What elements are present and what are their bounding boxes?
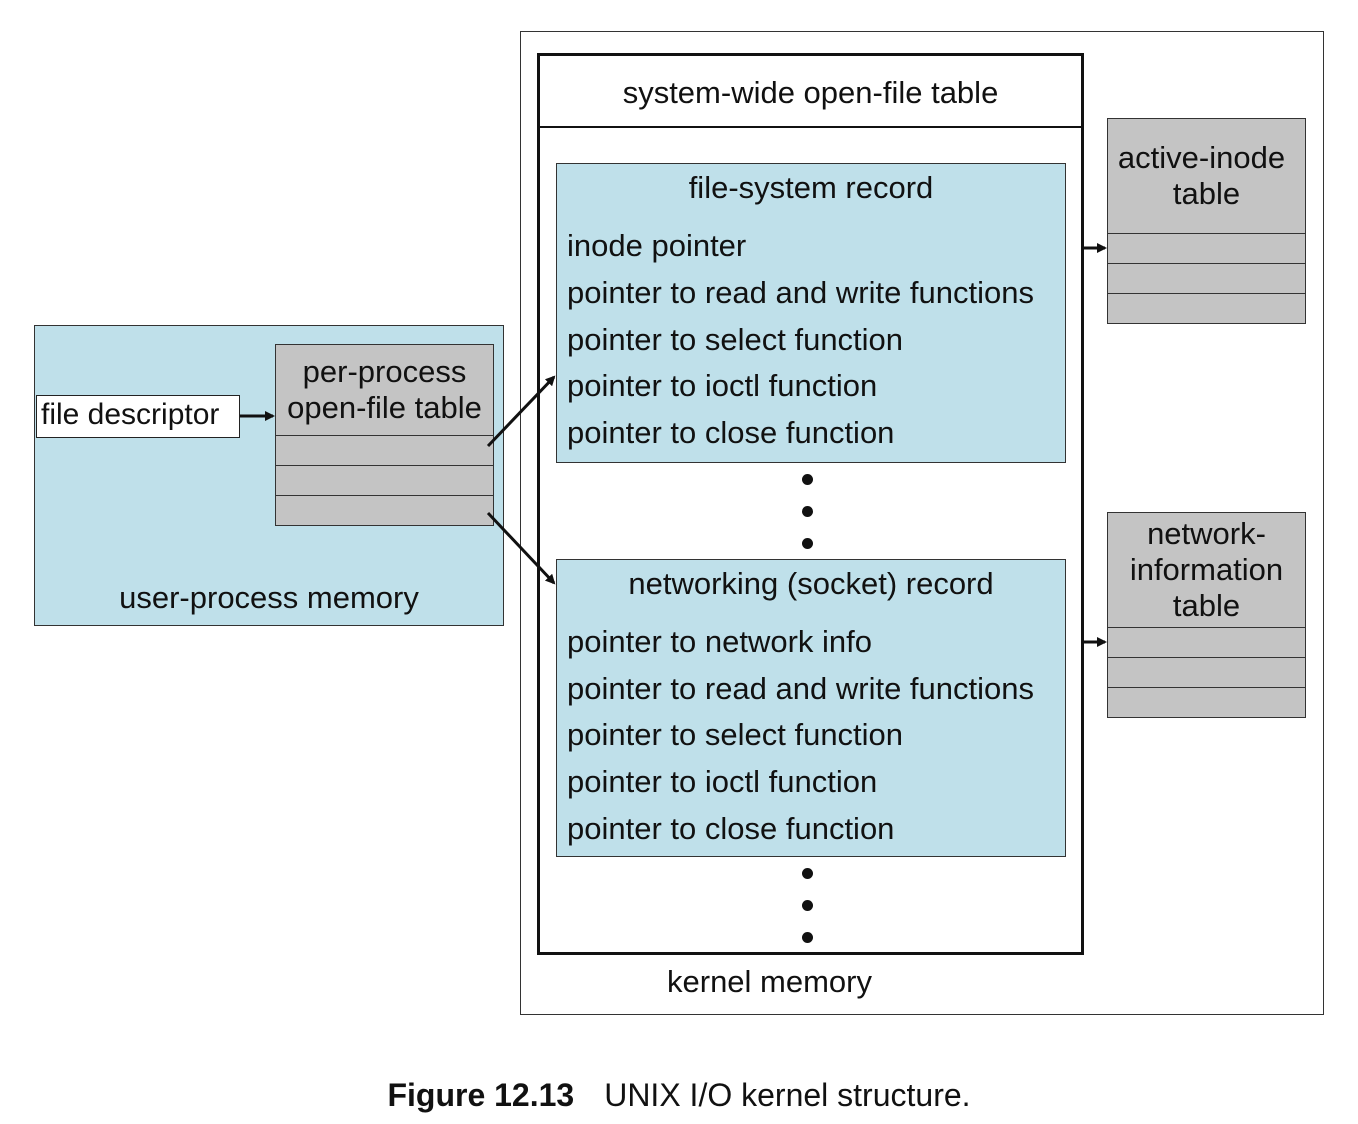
system-table-title-bar [537, 53, 1084, 128]
active-inode-table-label-line1: active-inode [1117, 140, 1286, 175]
network-info-table-row [1107, 687, 1306, 718]
file-system-field: pointer to close function [567, 415, 895, 450]
active-inode-table-label-line2: table [1172, 176, 1241, 211]
file-descriptor-label: file descriptor [41, 398, 220, 431]
network-info-table-label-line1: network- [1147, 516, 1266, 551]
per-process-table-label-line2: open-file table [287, 390, 482, 425]
per-process-table-row [275, 465, 494, 496]
file-system-field: pointer to ioctl function [567, 368, 878, 403]
per-process-table-label-line1: per-process [302, 354, 467, 389]
active-inode-table-row [1107, 263, 1306, 294]
ellipsis-dot [802, 506, 813, 517]
figure-caption: Figure 12.13 UNIX I/O kernel structure. [0, 1076, 1358, 1114]
file-system-record-title: file-system record [688, 170, 934, 205]
networking-field: pointer to ioctl function [567, 764, 878, 799]
ellipsis-dot [802, 538, 813, 549]
network-info-table-label-line2: information [1129, 552, 1284, 587]
ellipsis-dot [802, 900, 813, 911]
kernel-memory-label: kernel memory [667, 964, 872, 999]
file-system-field: inode pointer [567, 228, 747, 263]
networking-field: pointer to select function [567, 717, 904, 752]
network-info-table-row [1107, 657, 1306, 688]
networking-field: pointer to read and write functions [567, 671, 1034, 706]
figure-number: Figure 12.13 [387, 1077, 575, 1113]
network-information-table-header [1107, 512, 1306, 628]
figure-caption-text: UNIX I/O kernel structure. [604, 1077, 971, 1113]
active-inode-table-row [1107, 293, 1306, 324]
network-info-table-row [1107, 627, 1306, 658]
networking-socket-record [556, 559, 1066, 857]
file-system-field: pointer to select function [567, 322, 904, 357]
file-system-record [556, 163, 1066, 463]
per-process-table-row [275, 435, 494, 466]
networking-field: pointer to network info [567, 624, 873, 659]
network-info-table-label-line3: table [1172, 588, 1241, 623]
active-inode-table-header [1107, 118, 1306, 234]
file-descriptor-box [36, 395, 240, 438]
ellipsis-dot [802, 868, 813, 879]
user-process-memory-label: user-process memory [119, 580, 419, 615]
active-inode-table-row [1107, 233, 1306, 264]
networking-record-title: networking (socket) record [628, 566, 994, 601]
file-system-field: pointer to read and write functions [567, 275, 1034, 310]
system-table-title: system-wide open-file table [622, 75, 999, 110]
ellipsis-dot [802, 474, 813, 485]
per-process-table-row [275, 495, 494, 526]
networking-field: pointer to close function [567, 811, 895, 846]
ellipsis-dot [802, 932, 813, 943]
